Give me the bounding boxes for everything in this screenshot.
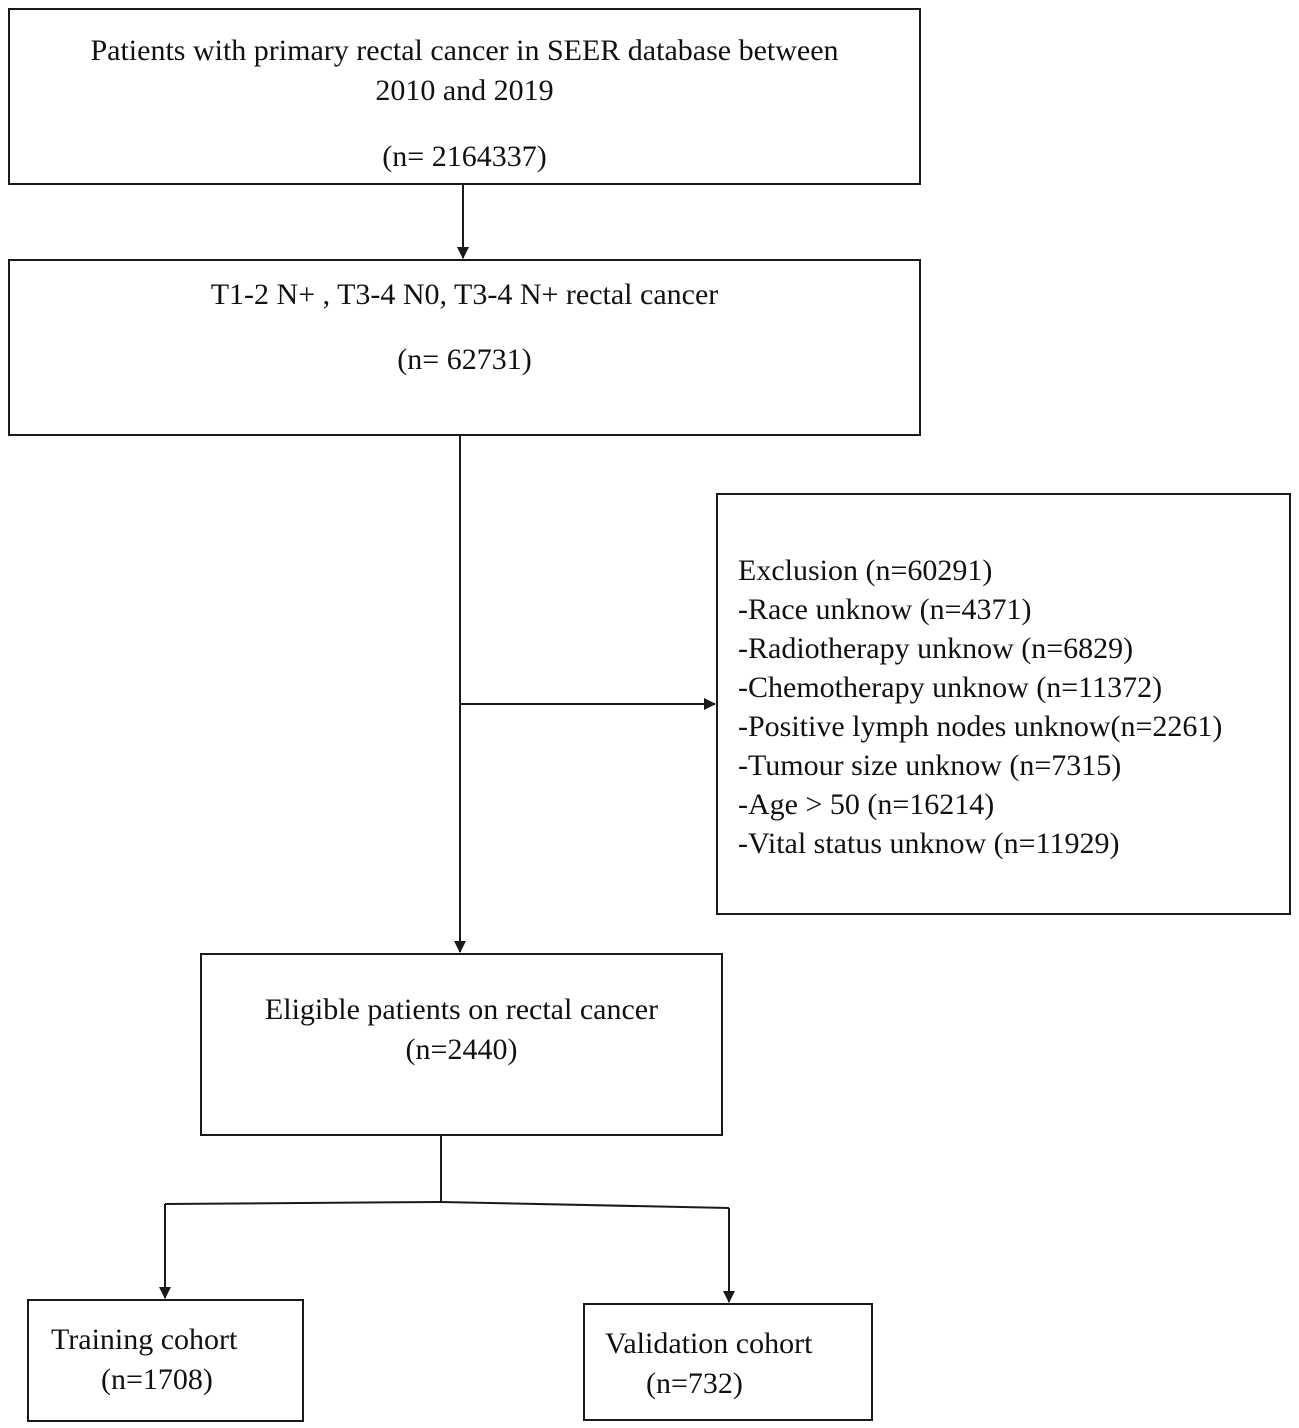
node-stage-selection: T1-2 N+ , T3-4 N0, T3-4 N+ rectal cancer… (8, 259, 921, 436)
exclusion-item: -Tumour size unknow (n=7315) (738, 749, 1122, 782)
node-text-line: Patients with primary rectal cancer in S… (90, 34, 839, 67)
node-count: (n= 62731) (397, 343, 532, 376)
node-exclusion: Exclusion (n=60291) -Race unknow (n=4371… (716, 493, 1291, 915)
node-count: (n=732) (646, 1367, 743, 1400)
exclusion-item: -Race unknow (n=4371) (738, 593, 1032, 626)
split-right-branch (440, 1201, 730, 1209)
node-count: (n= 2164337) (382, 140, 547, 173)
split-left-branch (164, 1201, 442, 1205)
node-text-line: 2010 and 2019 (375, 74, 554, 107)
exclusion-item: -Chemotherapy unknow (n=11372) (738, 671, 1163, 704)
node-validation-cohort: Validation cohort (n=732) (583, 1303, 873, 1421)
exclusion-title: Exclusion (n=60291) (738, 554, 993, 587)
node-source-population: Patients with primary rectal cancer in S… (8, 8, 921, 185)
exclusion-item: -Positive lymph nodes unknow(n=2261) (738, 710, 1223, 743)
node-text-line: T1-2 N+ , T3-4 N0, T3-4 N+ rectal cancer (210, 278, 719, 311)
node-text-line: Validation cohort (605, 1327, 813, 1360)
node-count: (n=1708) (101, 1363, 213, 1396)
exclusion-item: -Age > 50 (n=16214) (738, 788, 995, 821)
node-text-line: Eligible patients on rectal cancer (264, 993, 659, 1026)
node-eligible-patients: Eligible patients on rectal cancer (n=24… (200, 953, 723, 1136)
node-count: (n=2440) (405, 1033, 518, 1066)
exclusion-item: -Radiotherapy unknow (n=6829) (738, 632, 1134, 665)
node-text-line: Training cohort (51, 1323, 238, 1356)
node-training-cohort: Training cohort (n=1708) (27, 1299, 304, 1422)
exclusion-item: -Vital status unknow (n=11929) (738, 827, 1120, 860)
